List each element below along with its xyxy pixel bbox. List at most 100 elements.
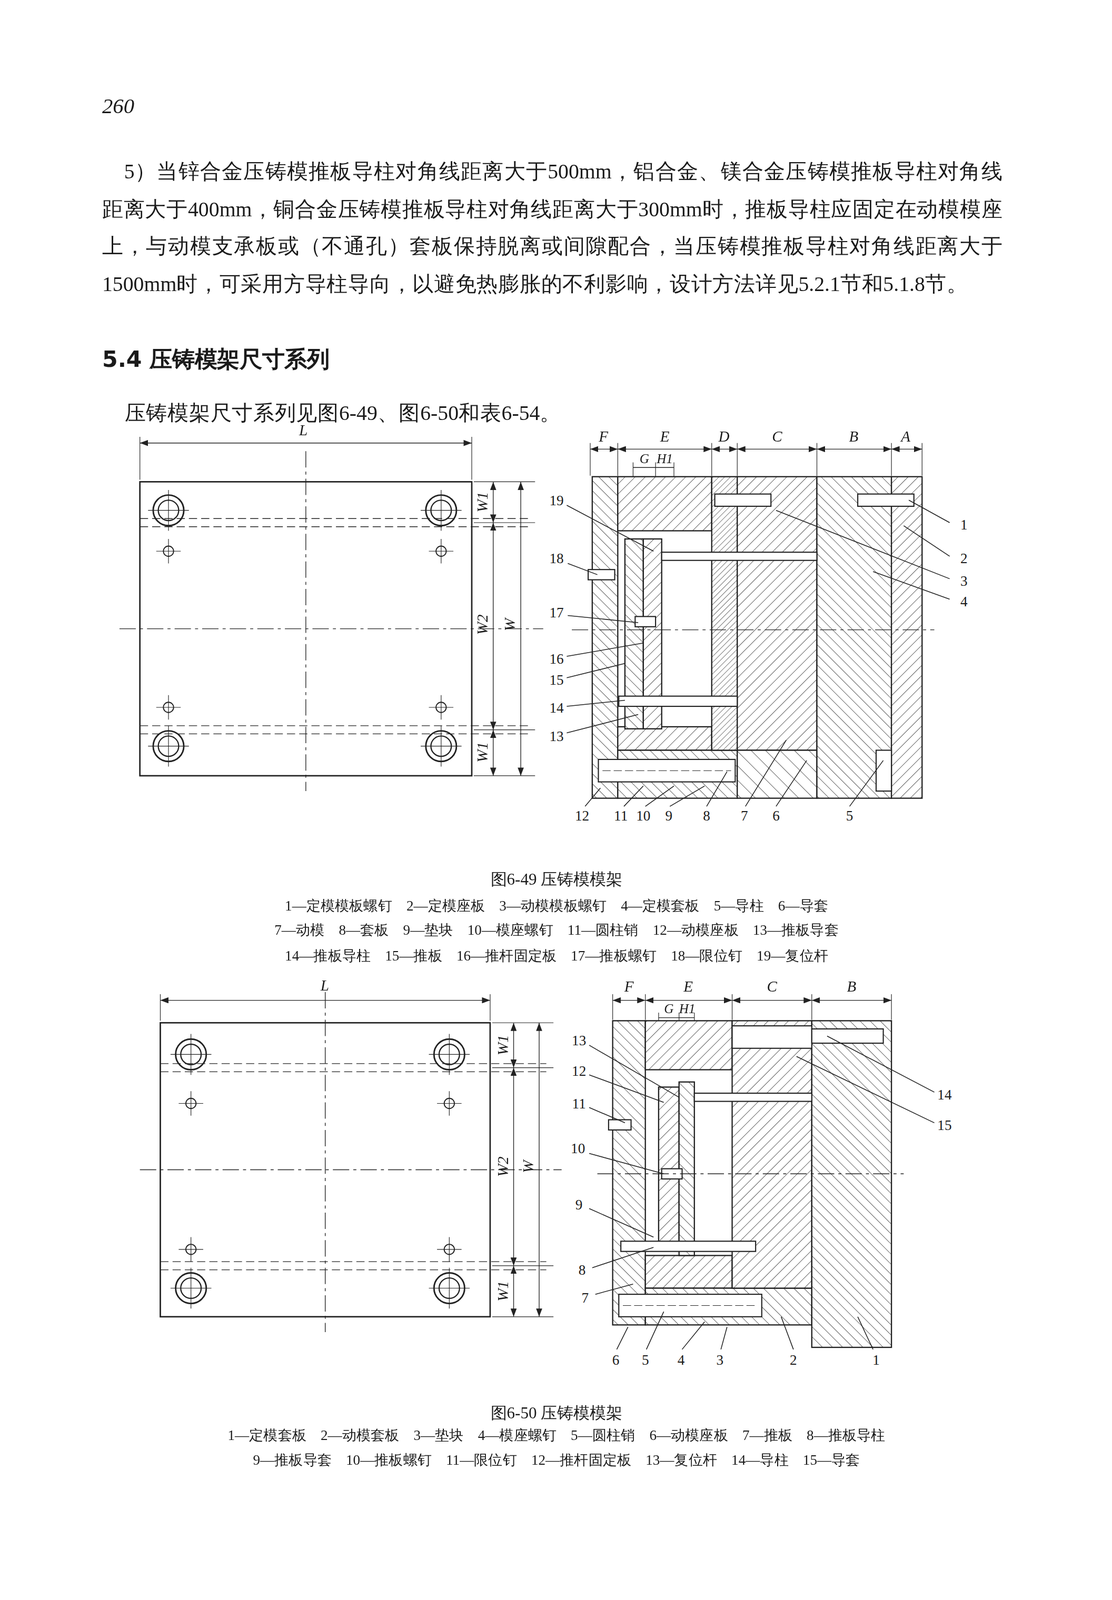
dimension-label: H1 — [656, 451, 673, 468]
dimension-line — [732, 1000, 812, 1001]
callout-number: 10 — [634, 808, 652, 826]
section-plate — [617, 727, 712, 751]
part-key: 2—定模座板 — [406, 898, 485, 916]
leader-line — [566, 715, 639, 734]
callout-number: 17 — [548, 605, 565, 622]
dimension-label: F — [598, 428, 609, 446]
center-mark — [167, 695, 169, 721]
callout-number: 14 — [936, 1087, 953, 1104]
center-mark — [190, 1268, 192, 1310]
dimension-line — [711, 449, 738, 450]
dimension-line — [513, 1023, 514, 1068]
dimension-line — [655, 467, 674, 469]
extension-line — [589, 443, 591, 476]
hidden-line — [160, 1261, 546, 1263]
center-mark — [167, 490, 169, 532]
extension-line — [617, 443, 619, 476]
pin-or-screw — [661, 552, 818, 561]
dimension-label: L — [320, 977, 330, 996]
dimension-line — [513, 1266, 514, 1318]
part-key: 10—模座螺钉 — [467, 922, 554, 940]
part-key: 7—动模 — [274, 922, 325, 940]
center-mark — [449, 1091, 450, 1117]
extension-line — [655, 462, 657, 479]
figure-caption: 图6-49 压铸模模架 — [490, 870, 623, 890]
part-key: 4—模座螺钉 — [478, 1428, 557, 1445]
pin-or-screw — [634, 616, 656, 627]
callout-number: 8 — [701, 808, 711, 826]
part-key: 3—动模模板螺钉 — [499, 898, 607, 916]
callout-number: 7 — [580, 1290, 590, 1307]
dimension-label: C — [766, 978, 777, 997]
leader-line — [796, 1056, 935, 1124]
extension-line — [492, 1067, 554, 1069]
dimension-label: E — [660, 428, 670, 446]
center-mark — [167, 539, 169, 564]
leader-line — [566, 663, 625, 679]
figure-key-row: 1—定模模板螺钉 2—定模座板 3—动模模板螺钉 4—定模套板 5—导柱 6—导套 — [284, 898, 829, 916]
pin-or-screw — [876, 750, 892, 792]
leader-line — [720, 1327, 728, 1350]
center-line — [602, 770, 731, 772]
extension-line — [731, 994, 733, 1020]
leader-line — [776, 510, 950, 580]
center-mark — [449, 1268, 450, 1310]
figure-key-row: 14—推板导柱15—推板16—推杆固定板17—推板螺钉18—限位钉19—复位杆 — [284, 948, 829, 966]
callout-number: 6 — [611, 1353, 621, 1370]
center-mark — [440, 726, 442, 768]
part-key: 19—复位杆 — [756, 948, 829, 966]
callout-number: 5 — [845, 808, 855, 826]
dimension-label: B — [847, 978, 857, 997]
leader-line — [745, 740, 787, 807]
part-key: 6—动模座板 — [649, 1428, 728, 1445]
part-key: 6—导套 — [778, 898, 829, 916]
page-number: 260 — [102, 93, 135, 119]
callout-number: 11 — [571, 1096, 588, 1114]
section-plate — [891, 477, 922, 799]
pin-or-screw — [811, 1029, 884, 1044]
center-mark — [167, 726, 169, 768]
dimension-line — [612, 1000, 646, 1001]
extension-line — [816, 443, 818, 476]
section-plate — [645, 1020, 733, 1070]
dimension-label: W1 — [494, 1281, 512, 1303]
figure-key-row: 9—推板导套10—推板螺钉11—限位钉12—推杆固定板13—复位杆14—导柱15… — [253, 1453, 861, 1470]
extension-line — [673, 462, 674, 479]
leader-line — [567, 563, 598, 575]
dimension-label: W1 — [474, 492, 492, 513]
callout-number: 2 — [959, 551, 969, 568]
section-plate — [645, 1255, 733, 1289]
dimension-label: D — [718, 428, 730, 446]
part-key: 1—定模模板螺钉 — [284, 898, 393, 916]
extension-line — [473, 729, 535, 731]
leader-line — [706, 771, 728, 807]
part-key: 4—定模套板 — [620, 898, 700, 916]
dimension-label: W — [520, 1160, 538, 1174]
hidden-line — [160, 1071, 546, 1073]
dimension-label: W — [501, 618, 520, 632]
part-key: 13—推板导套 — [752, 922, 839, 940]
part-key: 17—推板螺钉 — [570, 948, 657, 966]
callout-number: 8 — [577, 1263, 587, 1280]
dimension-line — [492, 730, 494, 777]
extension-line — [473, 522, 535, 523]
center-line — [571, 629, 935, 631]
center-mark — [449, 1034, 450, 1076]
center-line — [597, 1174, 905, 1175]
callout-number: 14 — [548, 700, 565, 717]
section-plate — [711, 477, 738, 751]
dimension-label: W1 — [494, 1035, 512, 1057]
leader-line — [589, 1107, 625, 1124]
leader-line — [566, 643, 643, 657]
hidden-line — [140, 725, 529, 727]
dimension-label: C — [771, 428, 782, 446]
part-key: 5—导柱 — [713, 898, 764, 916]
leader-line — [589, 1208, 654, 1238]
leader-line — [849, 760, 884, 807]
leader-line — [589, 1045, 680, 1098]
hidden-line — [140, 526, 529, 528]
leader-line — [872, 571, 950, 600]
dimension-label: W2 — [494, 1156, 512, 1178]
leader-line — [623, 786, 644, 807]
